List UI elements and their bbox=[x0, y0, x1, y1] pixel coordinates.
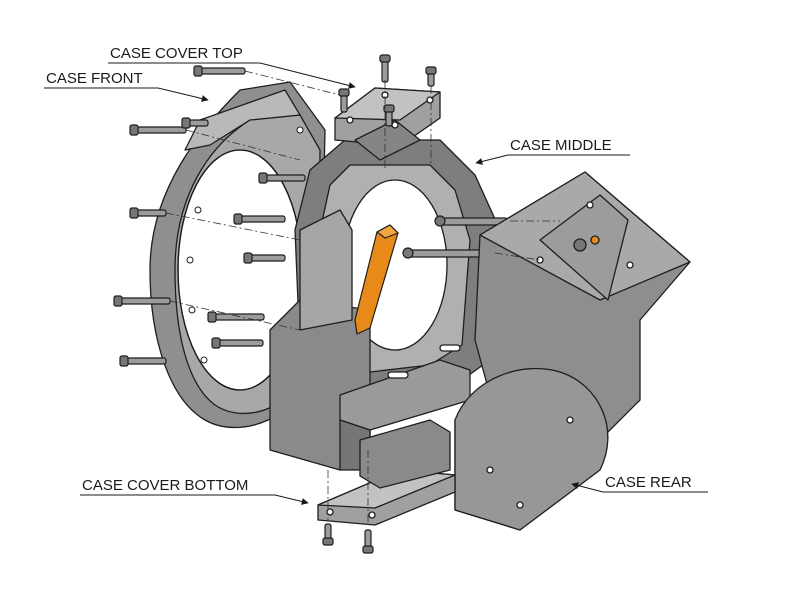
case-cover-bottom-part bbox=[317, 419, 456, 526]
alignment-lines bbox=[165, 70, 560, 525]
callout-case-middle: CASE MIDDLE bbox=[475, 137, 630, 165]
callout-case-cover-top: CASE COVER TOP bbox=[108, 45, 356, 89]
label-case-cover-top: CASE COVER TOP bbox=[110, 45, 243, 62]
label-case-cover-bottom: CASE COVER BOTTOM bbox=[82, 477, 248, 494]
callout-case-front: CASE FRONT bbox=[44, 70, 209, 102]
label-case-front: CASE FRONT bbox=[46, 70, 143, 87]
callout-case-rear: CASE REAR bbox=[571, 474, 708, 493]
label-case-middle: CASE MIDDLE bbox=[510, 137, 612, 154]
case-cover-bottom-bolts bbox=[322, 523, 374, 554]
highlighted-insert-part bbox=[354, 224, 399, 335]
callout-case-cover-bottom: CASE COVER BOTTOM bbox=[80, 477, 309, 505]
case-rear-part bbox=[454, 171, 691, 531]
case-cover-top-bolts bbox=[338, 54, 437, 127]
label-case-rear: CASE REAR bbox=[605, 474, 692, 491]
